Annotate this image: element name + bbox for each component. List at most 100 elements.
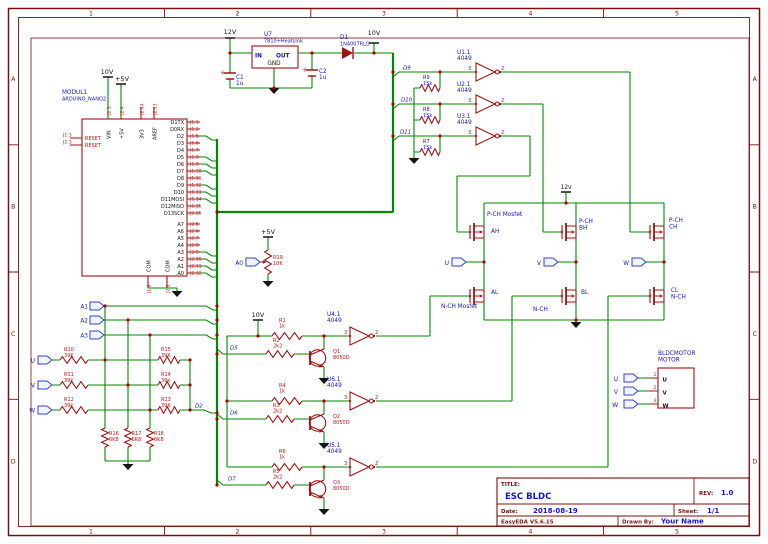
r16-ref: R16 <box>109 431 119 437</box>
r17-value: 6K8 <box>132 437 142 443</box>
net-j2-13: J2.13 <box>153 103 159 116</box>
label-nch-mosfet: N-CH Mosfet <box>441 304 478 310</box>
motor-connector[interactable] <box>650 367 695 409</box>
port-w-motor: W <box>612 403 618 409</box>
r5-value: 2k2 <box>273 475 282 481</box>
u5-value: 4049 <box>327 449 342 455</box>
capacitor-c1[interactable] <box>224 72 236 80</box>
label-nch-cl: N-CH <box>671 295 686 301</box>
port-v-motor: V <box>614 390 618 396</box>
title-block <box>496 477 750 527</box>
r19-value: 10K <box>273 261 283 267</box>
mosfet-ch-ref: CH <box>669 225 677 231</box>
d1-ref: D1 <box>340 35 348 41</box>
junction-dot <box>308 417 312 421</box>
u3-value: 4049 <box>457 120 472 126</box>
junction-dot <box>574 260 578 264</box>
r7-value: 15k <box>423 145 432 151</box>
motor-ref: BLDCMOTOR <box>658 351 695 357</box>
net-j1-1: J1.1 <box>189 120 199 126</box>
mosfet-bl-ref: BL <box>581 290 589 296</box>
net-j1-3: J1.3 <box>62 133 72 139</box>
net-j2-12: J2.12 <box>189 271 202 277</box>
c2-polarity: + <box>302 66 308 74</box>
junction-dot <box>103 304 107 308</box>
net-ports[interactable] <box>37 257 647 415</box>
mosfet-bh-ref: BH <box>579 226 587 232</box>
mosfet-ah[interactable] <box>469 223 485 241</box>
power-flag-10v-drivers: 10V <box>252 311 265 319</box>
pin-a6: A6 <box>177 229 184 235</box>
border-col-bottom-2: 2 <box>236 529 240 536</box>
mosfet-al[interactable] <box>469 287 485 305</box>
mosfet-al-ref: AL <box>491 290 499 296</box>
power-symbols <box>103 37 582 515</box>
junction-dot <box>482 260 486 264</box>
junction-dot <box>468 230 472 234</box>
power-flag-5v-arduino: +5V <box>115 75 130 83</box>
junction-dot <box>560 294 564 298</box>
pin-reset1: RESET <box>85 136 102 142</box>
r14-value: 39k <box>161 378 170 384</box>
junction-dot <box>215 304 219 308</box>
u3-pin3: 3 <box>468 130 471 136</box>
capacitor-c2[interactable] <box>306 69 318 77</box>
net-j2-10: J2.10 <box>189 257 202 263</box>
inverter-gates[interactable] <box>349 62 500 477</box>
netlabel-d6: D6 <box>230 411 238 417</box>
mosfet-bl[interactable] <box>561 287 577 305</box>
u1-ref: U1.1 <box>457 50 471 56</box>
r12-ref: R12 <box>64 397 74 403</box>
arduino-module[interactable] <box>70 107 200 288</box>
r13-value: 39K <box>161 403 171 409</box>
diode-d1[interactable] <box>342 47 354 59</box>
mosfet-ch[interactable] <box>649 223 665 241</box>
u7-pin-gnd: GND <box>267 61 281 67</box>
r11-ref: R11 <box>64 372 74 378</box>
titleblock-drawnby-label: Drawn By: <box>622 520 654 526</box>
r9-value: 15k <box>423 81 432 87</box>
junction-dot <box>308 352 312 356</box>
junction-dot <box>148 408 152 412</box>
transistors[interactable] <box>308 348 327 499</box>
net-j2-4: J2.4 <box>120 106 126 116</box>
resistors[interactable] <box>59 83 441 490</box>
u5-pin3: 3 <box>344 461 347 467</box>
mosfet-cl[interactable] <box>649 287 665 305</box>
frame-ticks <box>8 8 760 536</box>
net-j1-7: J1.7 <box>189 148 199 154</box>
net-j2-1: J2.1 <box>107 106 113 116</box>
border-row-right-D: D <box>752 459 757 466</box>
junction-dot <box>126 383 130 387</box>
pin-d13: D13SCK <box>164 211 185 217</box>
r9-ref: R9 <box>423 75 430 81</box>
net-j2-15: J2.15 <box>189 211 202 217</box>
net-j2-11: J2.11 <box>189 264 202 270</box>
junction-dot <box>564 201 568 205</box>
pin-d7: D7 <box>177 169 184 175</box>
junction-dot <box>272 86 276 90</box>
q3-ref: Q3 <box>333 480 340 486</box>
junction-dot <box>574 318 578 322</box>
mosfet-bh[interactable] <box>561 223 577 241</box>
r4-value: 1k <box>279 389 285 395</box>
border-col-top-5: 5 <box>675 11 679 18</box>
u1-pin3: 3 <box>468 66 471 72</box>
port-a1: A1 <box>80 305 88 311</box>
net-j1-6: J1.6 <box>189 141 199 147</box>
net-j2-8: J2.8 <box>189 243 199 249</box>
potentiometer-wiper <box>261 260 267 264</box>
border-row-left-A: A <box>11 76 16 83</box>
regulator-u7[interactable] <box>251 45 299 69</box>
net-j1-12: J1.12 <box>189 183 202 189</box>
pin-d9: D9 <box>177 183 184 189</box>
net-j1-8: J1.8 <box>189 155 199 161</box>
motor-pin1-num: 1 <box>654 372 657 378</box>
r15-ref: R15 <box>161 347 171 353</box>
r11-value: 39k <box>64 378 73 384</box>
ground-icon <box>122 464 134 470</box>
junction-dot <box>215 352 219 356</box>
